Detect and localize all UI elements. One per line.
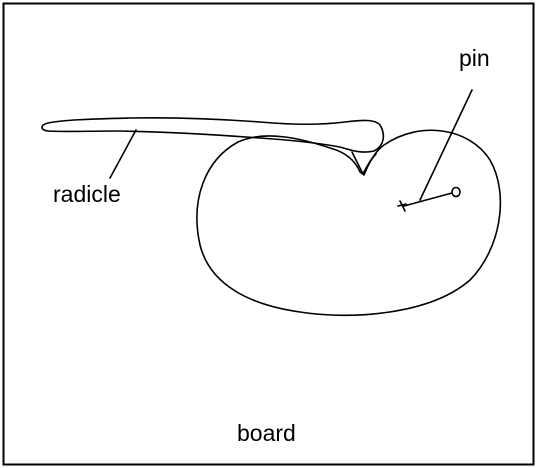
radicle-label: radicle <box>53 181 121 207</box>
pin-label: pin <box>459 45 490 71</box>
seed-body <box>196 129 502 317</box>
board-label: board <box>237 420 296 446</box>
radicle <box>41 116 385 153</box>
pin-leader-line <box>419 89 473 201</box>
seed-notch <box>351 151 377 175</box>
radicle-leader-line <box>109 129 137 179</box>
pin <box>397 186 461 212</box>
